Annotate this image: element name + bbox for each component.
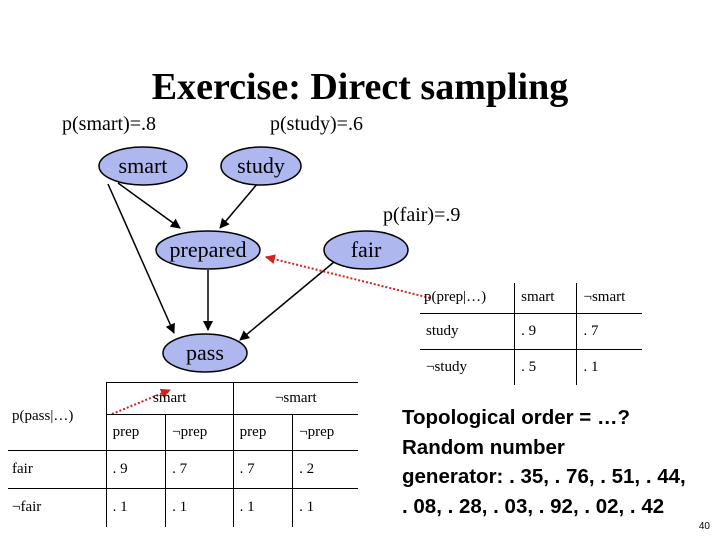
- node-fair-label: fair: [350, 237, 382, 262]
- pass-cpt-corner: p(pass|…): [8, 382, 107, 451]
- table-row: ¬fair . 1 . 1 . 1 . 1: [8, 488, 358, 527]
- pass-cpt-group-notsmart: ¬smart: [232, 382, 358, 415]
- table-cell: . 2: [292, 450, 358, 489]
- table-cell: . 9: [514, 312, 578, 350]
- node-fair: [323, 230, 409, 270]
- table-cell: ¬fair: [8, 488, 107, 527]
- pass-cpt-group-smart: smart: [105, 382, 234, 415]
- edge-smart-pass: [107, 183, 175, 334]
- prior-fair: p(fair)=.9: [383, 204, 461, 226]
- page-number: 40: [698, 521, 710, 532]
- slide-title: Exercise: Direct sampling: [151, 66, 569, 108]
- node-smart-label: smart: [118, 153, 168, 178]
- table-cell: . 1: [165, 488, 234, 527]
- pass-cpt-subheader: prep: [105, 414, 167, 451]
- table-cell: . 1: [576, 348, 642, 385]
- prep-cpt-table: p(prep|…) smart ¬smart study . 9 . 7 ¬st…: [420, 283, 642, 385]
- edge-study-prepared: [219, 182, 259, 229]
- table-cell: . 9: [105, 450, 167, 489]
- table-cell: . 1: [105, 488, 167, 527]
- prep-cpt-col-smart: smart: [514, 283, 578, 314]
- node-study: [220, 146, 302, 186]
- node-pass: [162, 333, 248, 373]
- table-cell: fair: [8, 450, 107, 489]
- edge-fair-pass: [239, 261, 335, 341]
- exercise-text: Topological order = …? Random number gen…: [402, 403, 702, 521]
- table-cell: . 5: [514, 348, 578, 385]
- node-prepared: [155, 230, 261, 270]
- node-study-label: study: [237, 153, 285, 178]
- pass-cpt-subheader: ¬prep: [292, 414, 358, 451]
- table-row: fair . 9 . 7 . 7 . 2: [8, 450, 358, 489]
- prior-smart: p(smart)=.8: [62, 113, 157, 135]
- pass-cpt-subheader: ¬prep: [165, 414, 234, 451]
- table-cell: . 1: [292, 488, 358, 527]
- table-cell: . 7: [576, 312, 642, 350]
- table-cell: . 7: [165, 450, 234, 489]
- table-row: ¬study . 5 . 1: [420, 348, 642, 385]
- table-cell: ¬study: [420, 348, 516, 385]
- pass-cpt-subheader: prep: [232, 414, 294, 451]
- prep-cpt-corner: p(prep|…): [420, 283, 516, 314]
- pass-cpt-table: p(pass|…) smart ¬smart prep ¬prep prep ¬…: [8, 382, 358, 527]
- exercise-line-3: generator: . 35, . 76, . 51, . 44,: [402, 465, 686, 488]
- table-row: study . 9 . 7: [420, 312, 642, 350]
- exercise-line-4: . 08, . 28, . 03, . 92, . 02, . 42: [402, 494, 665, 518]
- prep-cpt-col-notsmart: ¬smart: [576, 283, 642, 314]
- table-cell: study: [420, 312, 516, 350]
- node-prepared-label: prepared: [169, 237, 247, 262]
- prior-study: p(study)=.6: [270, 113, 363, 135]
- table-cell: . 1: [232, 488, 294, 527]
- highlight-arrow-prep-table: [265, 254, 431, 299]
- exercise-line-1: Topological order = …?: [402, 406, 630, 429]
- table-cell: . 7: [232, 450, 294, 489]
- node-pass-label: pass: [186, 340, 224, 365]
- node-smart: [98, 146, 188, 186]
- exercise-line-2: Random number: [402, 435, 565, 459]
- edge-smart-prepared: [117, 182, 181, 229]
